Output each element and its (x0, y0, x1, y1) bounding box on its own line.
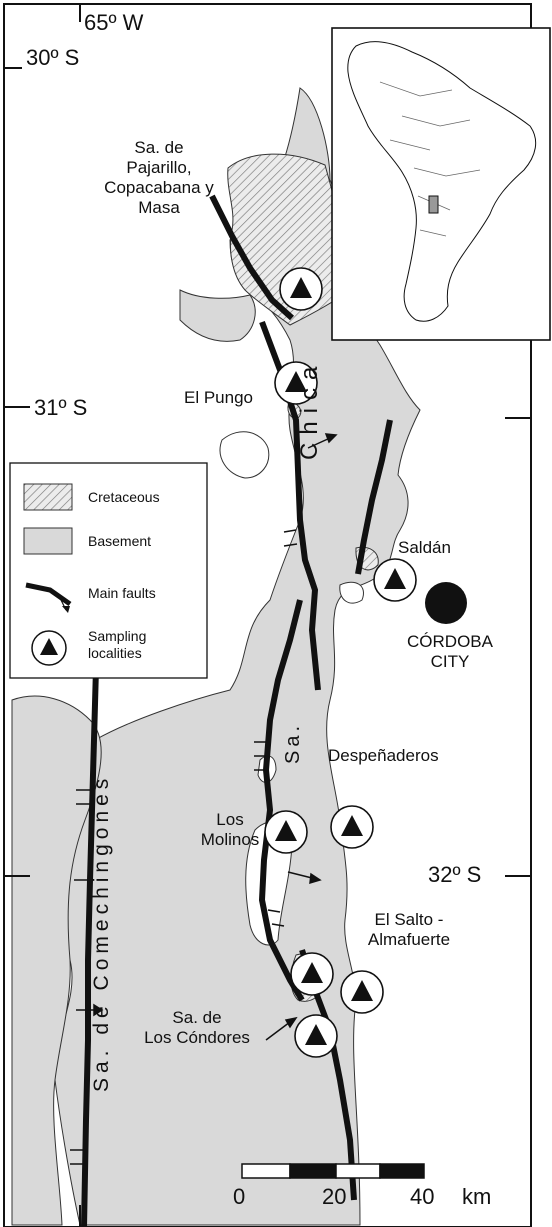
label-el-pungo: El Pungo (184, 388, 253, 407)
south-america-outline (347, 41, 537, 322)
scale-tick-0: 0 (233, 1184, 246, 1209)
legend-label-sampling-localities: Sampling localities (88, 628, 147, 661)
legend-label-main-faults: Main faults (88, 585, 156, 601)
legend-triangle-in-circle-icon (31, 630, 67, 666)
fault-pajarillo (209, 194, 295, 321)
sampling-locality-despenaderos (330, 805, 374, 849)
latitude-32-label: 32º S (428, 862, 482, 887)
legend (9, 462, 208, 679)
sampling-locality-el-salto-1 (290, 952, 334, 996)
sampling-locality-los-condores (294, 1014, 338, 1058)
longitude-65-label: 65º W (84, 10, 144, 35)
fault-chica-east (355, 419, 393, 575)
sampling-locality-pajarillo (279, 267, 323, 311)
label-pajarillo: Sa. de Pajarillo, Copacabana y Masa (104, 138, 214, 217)
sampling-locality-el-salto-2 (340, 970, 384, 1014)
scale-tick-20: 20 (322, 1184, 347, 1209)
scale-bar (241, 1163, 425, 1179)
label-los-molinos: Los Molinos (200, 810, 260, 849)
fault-comechingones (81, 667, 99, 1227)
scale-unit: km (462, 1184, 492, 1209)
label-los-condores: Sa. de Los Cóndores (144, 1008, 250, 1047)
sampling-locality-los-molinos (264, 810, 308, 854)
legend-swatch-basement (23, 527, 73, 555)
basement-northwest (179, 289, 256, 342)
fault-ticks (70, 529, 298, 1165)
sampling-locality-saldan (373, 558, 417, 602)
study-area-box (428, 195, 439, 214)
white-inlier-pungo (219, 431, 270, 479)
map-frame (3, 3, 532, 1227)
label-cordoba-city: CÓRDOBA CITY (407, 632, 493, 671)
inset-map (331, 27, 551, 341)
legend-label-basement: Basement (88, 533, 152, 549)
sampling-locality-el-pungo (274, 361, 318, 405)
latitude-30-label: 30º S (26, 45, 80, 70)
label-sierra-chica: Chica (296, 358, 323, 460)
legend-label-cretaceous: Cretaceous (88, 489, 160, 505)
label-despenaderos: Despeñaderos (328, 746, 439, 765)
label-saldan: Saldán (398, 538, 451, 557)
label-sierra-comechingones: Sa. de Comechingones (90, 773, 113, 1092)
legend-fault-line-icon (25, 582, 72, 613)
white-inlier-east (339, 581, 364, 604)
inset-borders (379, 81, 481, 237)
legend-swatch-cretaceous (23, 483, 73, 511)
movement-arrows (76, 433, 338, 1041)
cordoba-city-marker (425, 582, 467, 624)
latitude-31-label: 31º S (34, 395, 88, 420)
fault-los-molinos (258, 599, 305, 1002)
label-sierra-chica-prefix: Sa. (282, 721, 304, 764)
scale-tick-40: 40 (410, 1184, 435, 1209)
label-el-salto-almafuerte: El Salto - Almafuerte (367, 910, 451, 949)
basement-west (11, 695, 102, 1226)
